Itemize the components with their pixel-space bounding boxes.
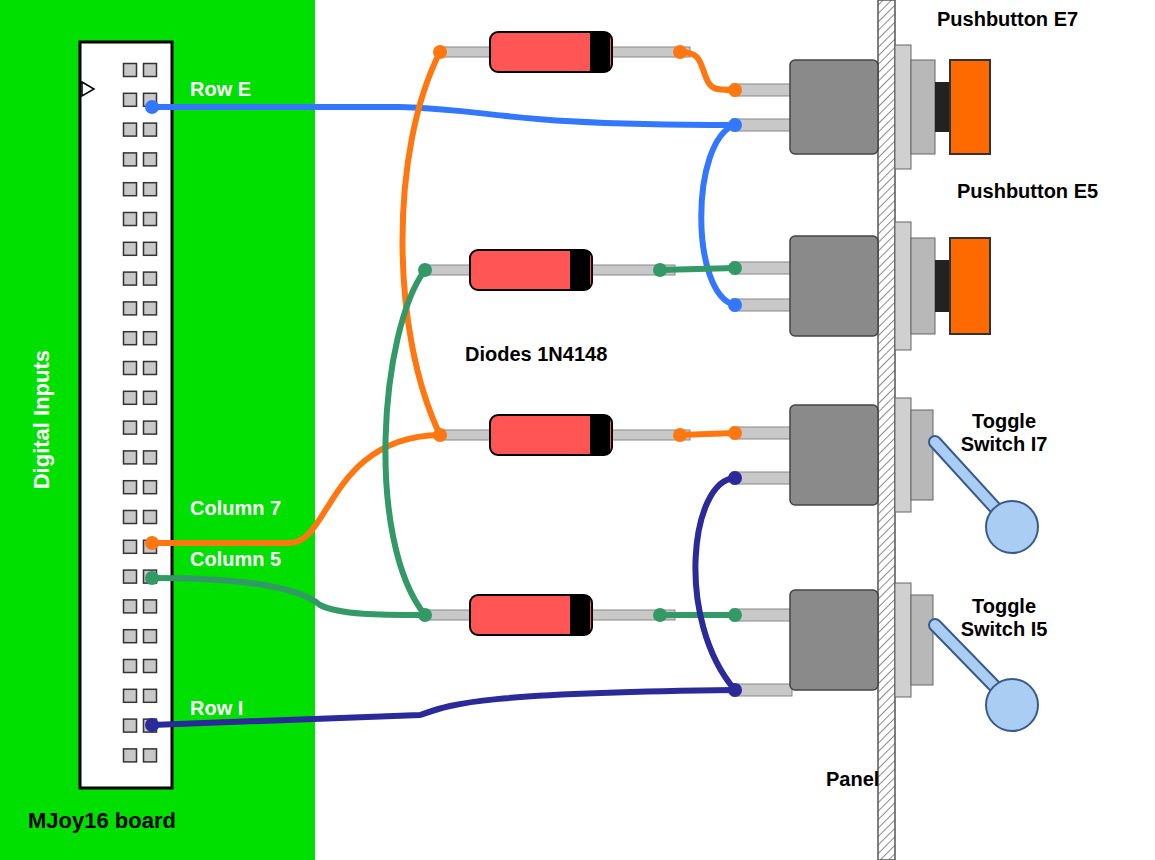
- switch-label-holder: Toggle Switch I7: [948, 410, 1060, 456]
- board-name-holder: MJoy16 board: [28, 808, 176, 833]
- board-name: MJoy16 board: [28, 808, 176, 833]
- pushbutton-e7: [790, 45, 990, 169]
- column-label: Column 5: [190, 548, 281, 571]
- header-connector: [80, 42, 172, 788]
- panel-label: Panel: [826, 768, 879, 791]
- column-label: Column 7: [190, 497, 281, 520]
- column-label-holder: Column 7: [190, 497, 281, 520]
- board-caption-holder: Digital Inputs: [29, 350, 54, 489]
- panel-plate: [878, 0, 895, 860]
- header-pins: [124, 64, 157, 762]
- board-ground: [0, 0, 315, 860]
- row-label-holder: Row I: [190, 697, 243, 720]
- row-label: Row I: [190, 697, 243, 720]
- part-label-holder: Diodes 1N4148: [465, 343, 607, 366]
- switch-label: Toggle Switch I7: [948, 410, 1060, 456]
- wire-joints: [145, 45, 742, 732]
- panel-label-holder: Panel: [826, 768, 879, 791]
- wires: [152, 52, 735, 725]
- switch-label-holder: Pushbutton E5: [957, 180, 1098, 203]
- switch-label-holder: Toggle Switch I5: [948, 595, 1060, 641]
- pushbutton-e5: [790, 222, 990, 350]
- row-label-holder: Row E: [190, 78, 251, 101]
- switch-terminals: [732, 84, 792, 696]
- switch-label: Pushbutton E7: [937, 8, 1078, 31]
- switch-label-holder: Pushbutton E7: [937, 8, 1078, 31]
- column-label-holder: Column 5: [190, 548, 281, 571]
- switch-label: Pushbutton E5: [957, 180, 1098, 203]
- part-label: Diodes 1N4148: [465, 343, 607, 366]
- switch-label: Toggle Switch I5: [948, 595, 1060, 641]
- board-region: Digital InputsMJoy16 board: [0, 0, 315, 860]
- row-label: Row E: [190, 78, 251, 101]
- board-caption: Digital Inputs: [29, 350, 54, 489]
- pin1-marker: [82, 82, 94, 96]
